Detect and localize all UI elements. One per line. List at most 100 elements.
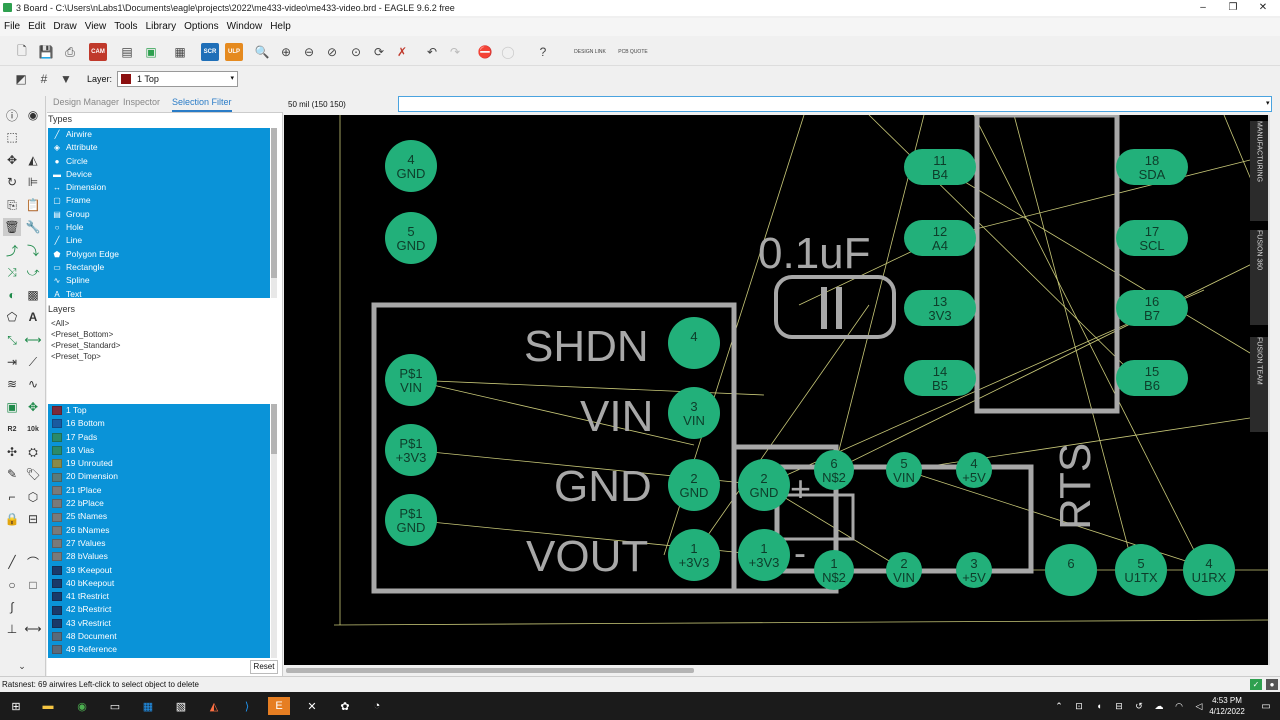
zoom-select-icon[interactable]: ⊙	[350, 45, 362, 59]
menu-help[interactable]: Help	[270, 21, 291, 32]
layer-preset-item[interactable]: <Preset_Bottom>	[51, 330, 114, 339]
print-icon[interactable]: ⎙	[65, 44, 75, 59]
layer-item[interactable]: 17 Pads	[48, 431, 270, 444]
pad[interactable]	[1116, 290, 1188, 326]
hook-icon[interactable]: ⌐	[8, 490, 16, 504]
pad[interactable]	[738, 529, 790, 581]
polygon-icon[interactable]: ⬠	[6, 310, 18, 324]
horizontal-scroll-thumb[interactable]	[286, 668, 694, 673]
expand-tools-icon[interactable]: ⌄	[18, 660, 26, 671]
vscode-icon[interactable]: ⟩	[244, 700, 250, 713]
polygon-pour-icon[interactable]: ▩	[27, 288, 39, 302]
pad[interactable]	[886, 452, 922, 488]
wrench-icon[interactable]: 🔧	[25, 220, 41, 234]
pad[interactable]	[816, 552, 852, 588]
script-button[interactable]: SCR	[201, 43, 219, 61]
layer-item[interactable]: 18 Vias	[48, 444, 270, 457]
layer-item[interactable]: 42 bRestrict	[48, 603, 270, 616]
pad[interactable]	[385, 354, 437, 406]
stop-icon[interactable]: ⛔	[477, 45, 493, 59]
pad[interactable]	[1183, 544, 1235, 596]
matlab-icon[interactable]: ◭	[209, 700, 219, 713]
layer-item[interactable]: 39 tKeepout	[48, 564, 270, 577]
help-icon[interactable]: ?	[539, 45, 547, 59]
library-icon[interactable]: ▦	[174, 45, 186, 59]
status-stop-icon[interactable]: ●	[1266, 679, 1278, 690]
pad[interactable]	[738, 459, 790, 511]
notifications-icon[interactable]: ▭	[1261, 700, 1271, 712]
drc-icon[interactable]: ▣	[6, 400, 18, 414]
clock-date[interactable]: 4/12/2022	[1209, 707, 1245, 716]
pad[interactable]	[904, 360, 976, 396]
layer-item[interactable]: 19 Unrouted	[48, 457, 270, 470]
ripup-icon[interactable]: ⤨	[7, 264, 17, 279]
close-button[interactable]: ✕	[1258, 2, 1268, 13]
horizontal-scrollbar[interactable]	[284, 665, 1270, 676]
menu-file[interactable]: File	[4, 21, 21, 32]
tab-inspector[interactable]: Inspector	[123, 97, 161, 107]
layer-settings-icon[interactable]: ◩	[15, 72, 27, 86]
pad[interactable]	[385, 140, 437, 192]
menu-library[interactable]: Library	[145, 21, 177, 32]
layer-dropdown[interactable]: 1 Top ▾	[117, 71, 238, 87]
type-item[interactable]: ▢Frame	[48, 194, 270, 207]
split-icon[interactable]: ⇥	[6, 355, 18, 369]
app-icon[interactable]: ✿	[340, 700, 350, 713]
fusion-360-tab[interactable]: FUSION 360	[1250, 230, 1268, 325]
pad[interactable]	[385, 494, 437, 546]
menu-edit[interactable]: Edit	[28, 21, 46, 32]
design-link-button[interactable]: DESIGN LINK	[572, 43, 608, 61]
reset-button[interactable]: Reset	[250, 660, 278, 674]
type-item[interactable]: ▤Group	[48, 208, 270, 221]
delete-icon[interactable]: 🗑	[3, 218, 21, 236]
layer-item[interactable]: 40 bKeepout	[48, 577, 270, 590]
tray-chevron-icon[interactable]: ⌃	[1055, 700, 1063, 711]
mark-icon[interactable]: ⊥	[6, 622, 18, 636]
type-item[interactable]: ▬Device	[48, 168, 270, 181]
type-item[interactable]: ●Circle	[48, 155, 270, 168]
via-icon[interactable]: ◐	[8, 288, 16, 302]
layer-item[interactable]: 25 tNames	[48, 510, 270, 523]
pad[interactable]	[904, 149, 976, 185]
pad[interactable]	[1116, 149, 1188, 185]
mirror-icon[interactable]: ◭	[28, 153, 38, 167]
pad[interactable]	[886, 552, 922, 588]
layer-item[interactable]: 41 tRestrict	[48, 590, 270, 603]
pad[interactable]	[385, 212, 437, 264]
tray-speaker-icon[interactable]: ◁	[1195, 700, 1203, 711]
waveform-icon[interactable]: ∿	[27, 377, 39, 391]
smash-icon[interactable]: ✣	[6, 445, 18, 459]
tray-network-icon[interactable]: ⊡	[1075, 700, 1083, 711]
menu-options[interactable]: Options	[184, 21, 219, 32]
save-icon[interactable]: 💾	[38, 45, 54, 59]
value-icon[interactable]: 10k	[27, 425, 39, 433]
go-icon[interactable]: ◯	[501, 45, 515, 59]
media-icon[interactable]: ▧	[175, 700, 187, 713]
layer-item[interactable]: 43 vRestrict	[48, 617, 270, 630]
pad[interactable]	[385, 424, 437, 476]
select-icon[interactable]: ⬚	[6, 130, 18, 144]
type-item[interactable]: ▭Rectangle	[48, 261, 270, 274]
copy-icon[interactable]: ⎘	[7, 197, 17, 212]
menu-tools[interactable]: Tools	[114, 21, 138, 32]
tray-volume-icon[interactable]: ◖	[1096, 701, 1102, 711]
tray-cloud-icon[interactable]: ☁	[1154, 700, 1164, 711]
ratsnest-icon[interactable]: ✗	[396, 45, 408, 59]
pad[interactable]	[1045, 544, 1097, 596]
circle-tool-icon[interactable]: ○	[8, 578, 16, 592]
clock-time[interactable]: 4:53 PM	[1212, 696, 1242, 705]
tray-app-icon[interactable]: ⊟	[1115, 700, 1123, 711]
grid-icon[interactable]: #	[40, 72, 48, 86]
layers-scrollbar[interactable]	[271, 404, 277, 658]
meander-icon[interactable]: ⤻	[26, 264, 40, 279]
info-icon[interactable]: ⓘ	[5, 108, 18, 123]
windows-start-icon[interactable]: ⊞	[11, 700, 21, 713]
route-multi-icon[interactable]: ⤵	[26, 243, 39, 258]
layer-item[interactable]: 1 Top	[48, 404, 270, 417]
tab-design-manager[interactable]: Design Manager	[53, 97, 120, 107]
board-drawing[interactable]: 0.1uF SHDN VIN GND VOUT + - RTS 4GND5GND…	[284, 115, 1270, 665]
xming-icon[interactable]: ✕	[307, 700, 317, 713]
maximize-button[interactable]: ❐	[1228, 2, 1238, 13]
layer-item[interactable]: 21 tPlace	[48, 484, 270, 497]
